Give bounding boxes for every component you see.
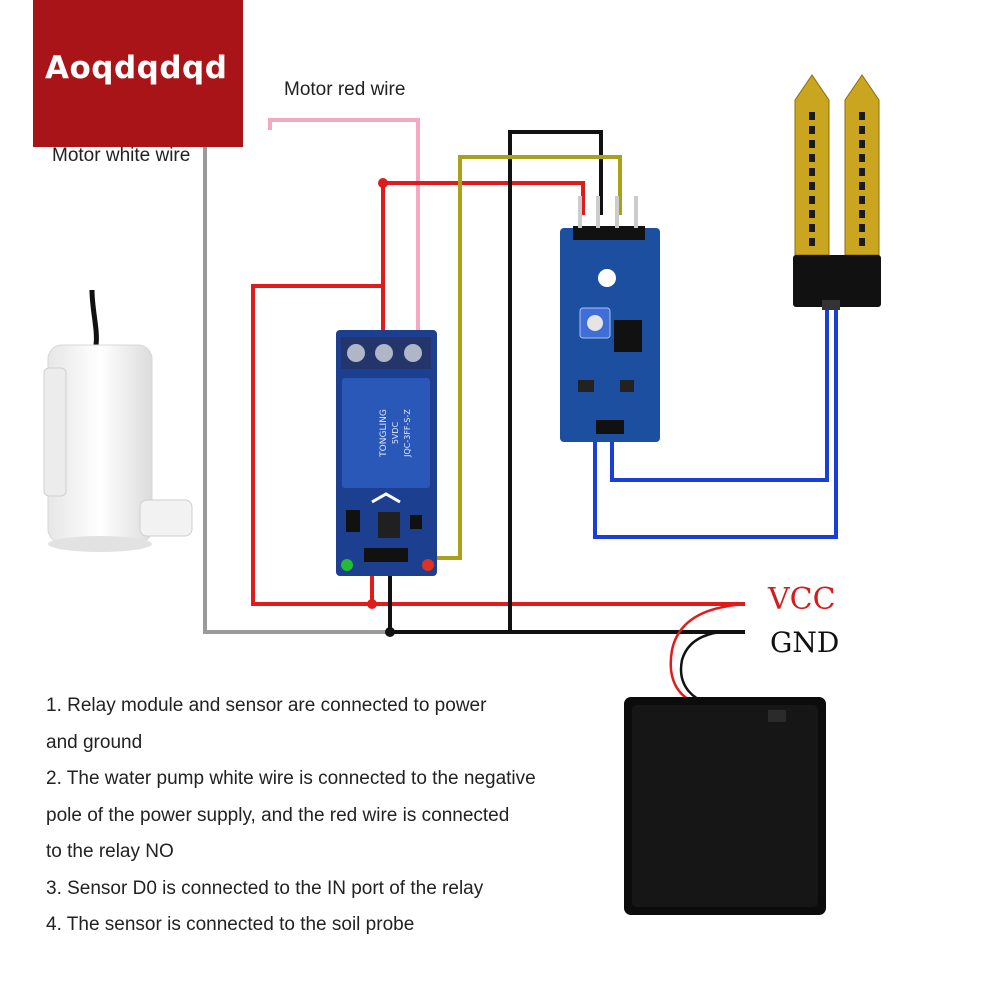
vcc-label: VCC: [768, 582, 836, 617]
battery-box-icon: [624, 697, 826, 915]
motor-red-wire-label: Motor red wire: [284, 79, 406, 100]
step-2-line-1: 2. The water pump white wire is connecte…: [46, 768, 536, 789]
red-wire-vcc: [251, 284, 745, 606]
brand-logo: Aoqdqdqd: [45, 50, 228, 86]
junction-dots: [367, 178, 395, 637]
relay-label-1: TONGLING: [379, 409, 389, 458]
step-4-line-1: 4. The sensor is connected to the soil p…: [46, 914, 415, 935]
step-2-line-3: to the relay NO: [46, 841, 174, 862]
sensor-module-icon: [560, 196, 660, 442]
relay-label-2: 5VDC: [391, 421, 400, 444]
blue-wire-1: [610, 305, 829, 482]
water-pump-icon: [43, 289, 193, 552]
pink-wire: [268, 118, 420, 352]
gnd-label: GND: [770, 626, 840, 659]
wires: [203, 118, 838, 702]
soil-probe-icon: [793, 74, 881, 310]
black-wire-gnd: [388, 560, 745, 634]
step-1-line-2: and ground: [46, 731, 143, 753]
black-wire-sensor: [508, 130, 603, 632]
instruction-list: 1. Relay module and sensor are connected…: [46, 688, 606, 944]
olive-wire: [410, 155, 622, 560]
grey-wire: [203, 175, 745, 634]
step-2-line-2: pole of the power supply, and the red wi…: [46, 804, 510, 826]
brand-banner: [33, 0, 243, 147]
motor-white-wire-label: Motor white wire: [52, 145, 191, 166]
red-wire-sensor: [381, 181, 585, 286]
step-3-line-1: 3. Sensor D0 is connected to the IN port…: [46, 877, 484, 899]
blue-wire-2: [593, 305, 838, 539]
step-1-line-1: 1. Relay module and sensor are connected…: [46, 695, 487, 716]
relay-label-3: JQC-3FF-S-Z: [403, 409, 412, 458]
relay-module-icon: TONGLING 5VDC JQC-3FF-S-Z: [336, 330, 437, 576]
